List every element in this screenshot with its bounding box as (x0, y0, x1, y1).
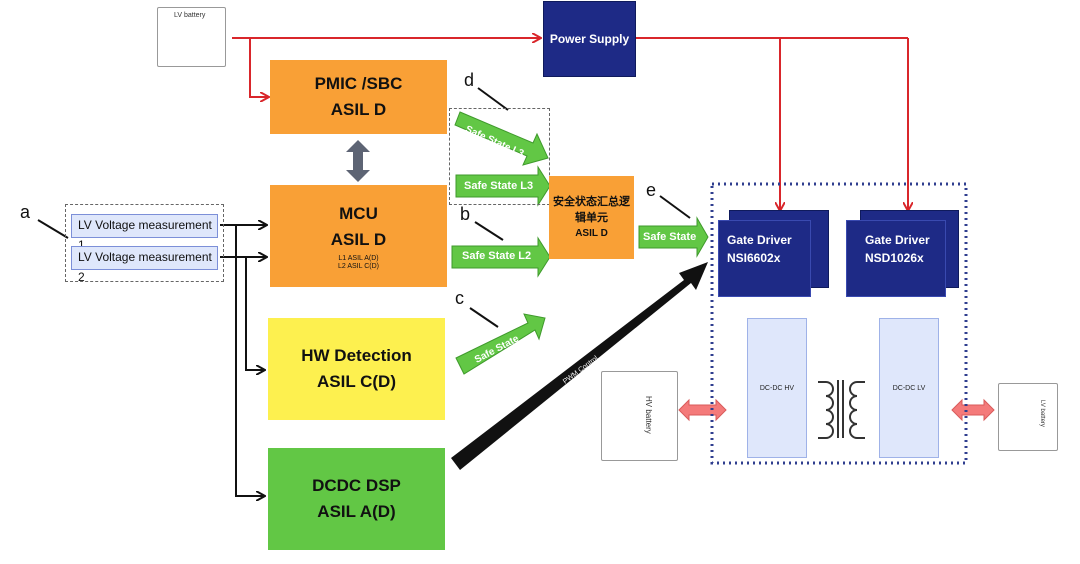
gate-driver-2-part: NSD1026x (865, 251, 924, 265)
lv-battery-right-label: LV battery (1039, 400, 1045, 427)
power-stage-boundary (710, 182, 968, 465)
pwm-control-arrow (451, 262, 708, 470)
safe-state-l2-arrow (451, 236, 551, 278)
dcdc-lv-box: DC-DC LV (879, 318, 939, 458)
red-power-lines (232, 38, 908, 210)
pointer-d (477, 87, 509, 111)
mcu-sub1: L1 ASIL A(D) (338, 255, 379, 262)
gate-driver-1-box: Gate Driver NSI6602x (718, 220, 811, 297)
lv-voltage-measurement-1: LV Voltage measurement 1 (71, 214, 218, 252)
safe-state-l2-label: Safe State L2 (462, 250, 532, 262)
lv-voltage-measurement-2: LV Voltage measurement 2 (71, 246, 218, 284)
transformer-icon (818, 380, 865, 439)
lv-battery-top-label: LV battery (174, 12, 206, 19)
mcu-asil: ASIL D (330, 230, 387, 249)
safe-state-c-arrow (455, 313, 546, 375)
gate-driver-2-box: Gate Driver NSD1026x (846, 220, 946, 297)
hv-battery-label: HV battery (644, 396, 653, 434)
pointer-e (659, 195, 691, 219)
green-arrows (451, 111, 709, 375)
dcdc-hv-box: DC-DC HV (747, 318, 807, 458)
gate-driver-1-title: Gate Driver (727, 233, 792, 247)
safe-state-l3-diag-arrow (454, 111, 549, 166)
safe-state-unit-line2: 辑单元 (575, 211, 608, 224)
safe-state-unit-line1: 安全状态汇总逻 (553, 195, 630, 208)
lv-battery-right-box: LV battery (998, 383, 1058, 451)
letter-c: c (455, 288, 464, 308)
mcu-title: MCU (339, 204, 378, 223)
dcdc-dsp-box: DCDC DSP ASIL A(D) (268, 448, 445, 550)
hv-battery-arrow (678, 398, 727, 422)
safe-state-l3-label: Safe State L3 (464, 180, 534, 192)
measurement-group (65, 204, 224, 282)
safe-state-unit-box: 安全状态汇总逻 辑单元 ASIL D (549, 176, 634, 259)
safe-state-e-arrow (638, 216, 709, 258)
letter-e: e (646, 180, 657, 200)
pmic-title: PMIC /SBC (314, 74, 403, 93)
hv-battery-box: HV battery (601, 371, 678, 461)
hw-detection-box: HW Detection ASIL C(D) (268, 318, 445, 420)
letter-pointers (37, 87, 691, 328)
black-wiring (220, 225, 266, 496)
pointer-a (37, 219, 69, 239)
pointer-c (469, 307, 499, 328)
dcdc-dsp-asil: ASIL A(D) (317, 502, 396, 521)
letter-a: a (20, 202, 31, 222)
lv-battery-arrow (951, 398, 995, 422)
mcu-sub2: L2 ASIL C(D) (338, 263, 379, 270)
pmic-box: PMIC /SBC ASIL D (270, 60, 447, 134)
dcdc-dsp-title: DCDC DSP (312, 476, 401, 495)
safe-state-l3-arrow (455, 165, 551, 207)
hw-detection-asil: ASIL C(D) (316, 372, 396, 391)
meas2-branch-line (245, 257, 264, 370)
mcu-box: MCU ASIL D L1 ASIL A(D) L2 ASIL C(D) (270, 185, 447, 287)
pink-arrows (678, 398, 995, 422)
lv-to-pmic-line (249, 38, 268, 97)
power-supply-box: Power Supply (543, 1, 636, 77)
letter-b: b (460, 204, 471, 224)
dcdc-hv-label: DC-DC HV (759, 384, 795, 392)
pmic-mcu-double-arrow (346, 140, 370, 182)
pmic-asil: ASIL D (330, 100, 387, 119)
gate-driver-1-part: NSI6602x (727, 251, 781, 265)
lv-battery-top: LV battery (157, 7, 226, 67)
power-supply-label: Power Supply (549, 32, 630, 46)
pointer-b (474, 221, 504, 241)
gate-driver-2-title: Gate Driver (865, 233, 930, 247)
letter-d: d (464, 70, 475, 90)
dcdc-lv-label: DC-DC LV (892, 384, 926, 392)
safe-state-l3-group (449, 108, 550, 205)
safe-state-e-label: Safe State (643, 231, 697, 243)
safe-state-unit-asil: ASIL D (575, 227, 608, 239)
hw-detection-title: HW Detection (301, 346, 412, 365)
meas1-branch-line (235, 225, 264, 496)
